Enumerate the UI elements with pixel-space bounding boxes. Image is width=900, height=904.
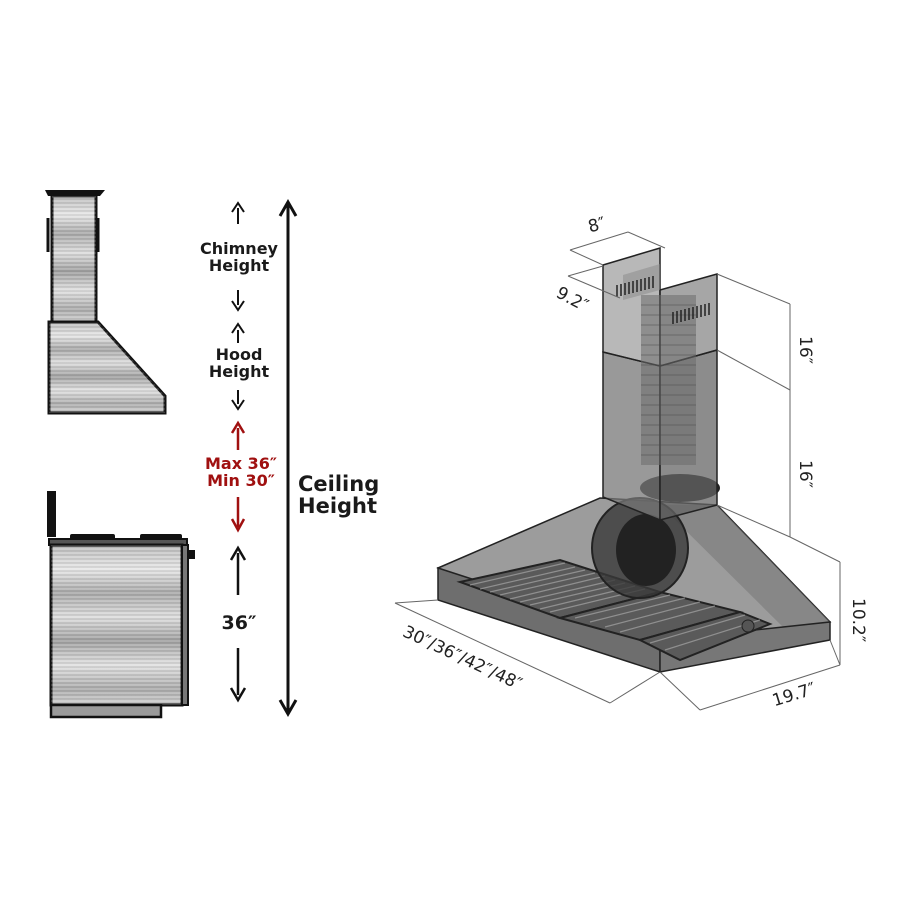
height-arrows — [229, 198, 298, 718]
dim-upper-chimney-height: 16″ — [795, 336, 815, 364]
dim-lower-chimney-height: 16″ — [795, 460, 815, 488]
clearance-max: Max 36″ — [204, 454, 278, 473]
dim-hood-height: 10.2″ — [848, 598, 868, 643]
clearance-arrows — [230, 420, 246, 533]
side-view-hood — [45, 190, 167, 415]
chimney-height-line1: Chimney — [200, 239, 278, 258]
hood-height-line1: Hood — [215, 345, 263, 364]
clearance-label: Max 36″ Min 30″ — [196, 454, 286, 490]
dimension-lines — [394, 231, 841, 711]
ceiling-height-line1: Ceiling — [298, 472, 380, 496]
ceiling-height-label: Ceiling Height — [298, 473, 379, 517]
side-view-range — [47, 491, 195, 719]
ceiling-height-line2: Height — [298, 494, 378, 519]
hood-height-line2: Height — [208, 361, 270, 381]
clearance-min: Min 30″ — [207, 470, 275, 490]
chimney-height-line2: Height — [208, 255, 270, 275]
counter-height-label: 36″ — [221, 612, 257, 634]
chimney-vents — [616, 276, 710, 324]
hood-height-label: Hood Height — [199, 345, 279, 381]
iso-view-hood — [436, 246, 832, 674]
chimney-height-label: Chimney Height — [199, 239, 279, 275]
baffle-filters — [456, 558, 773, 662]
duct — [641, 295, 696, 465]
